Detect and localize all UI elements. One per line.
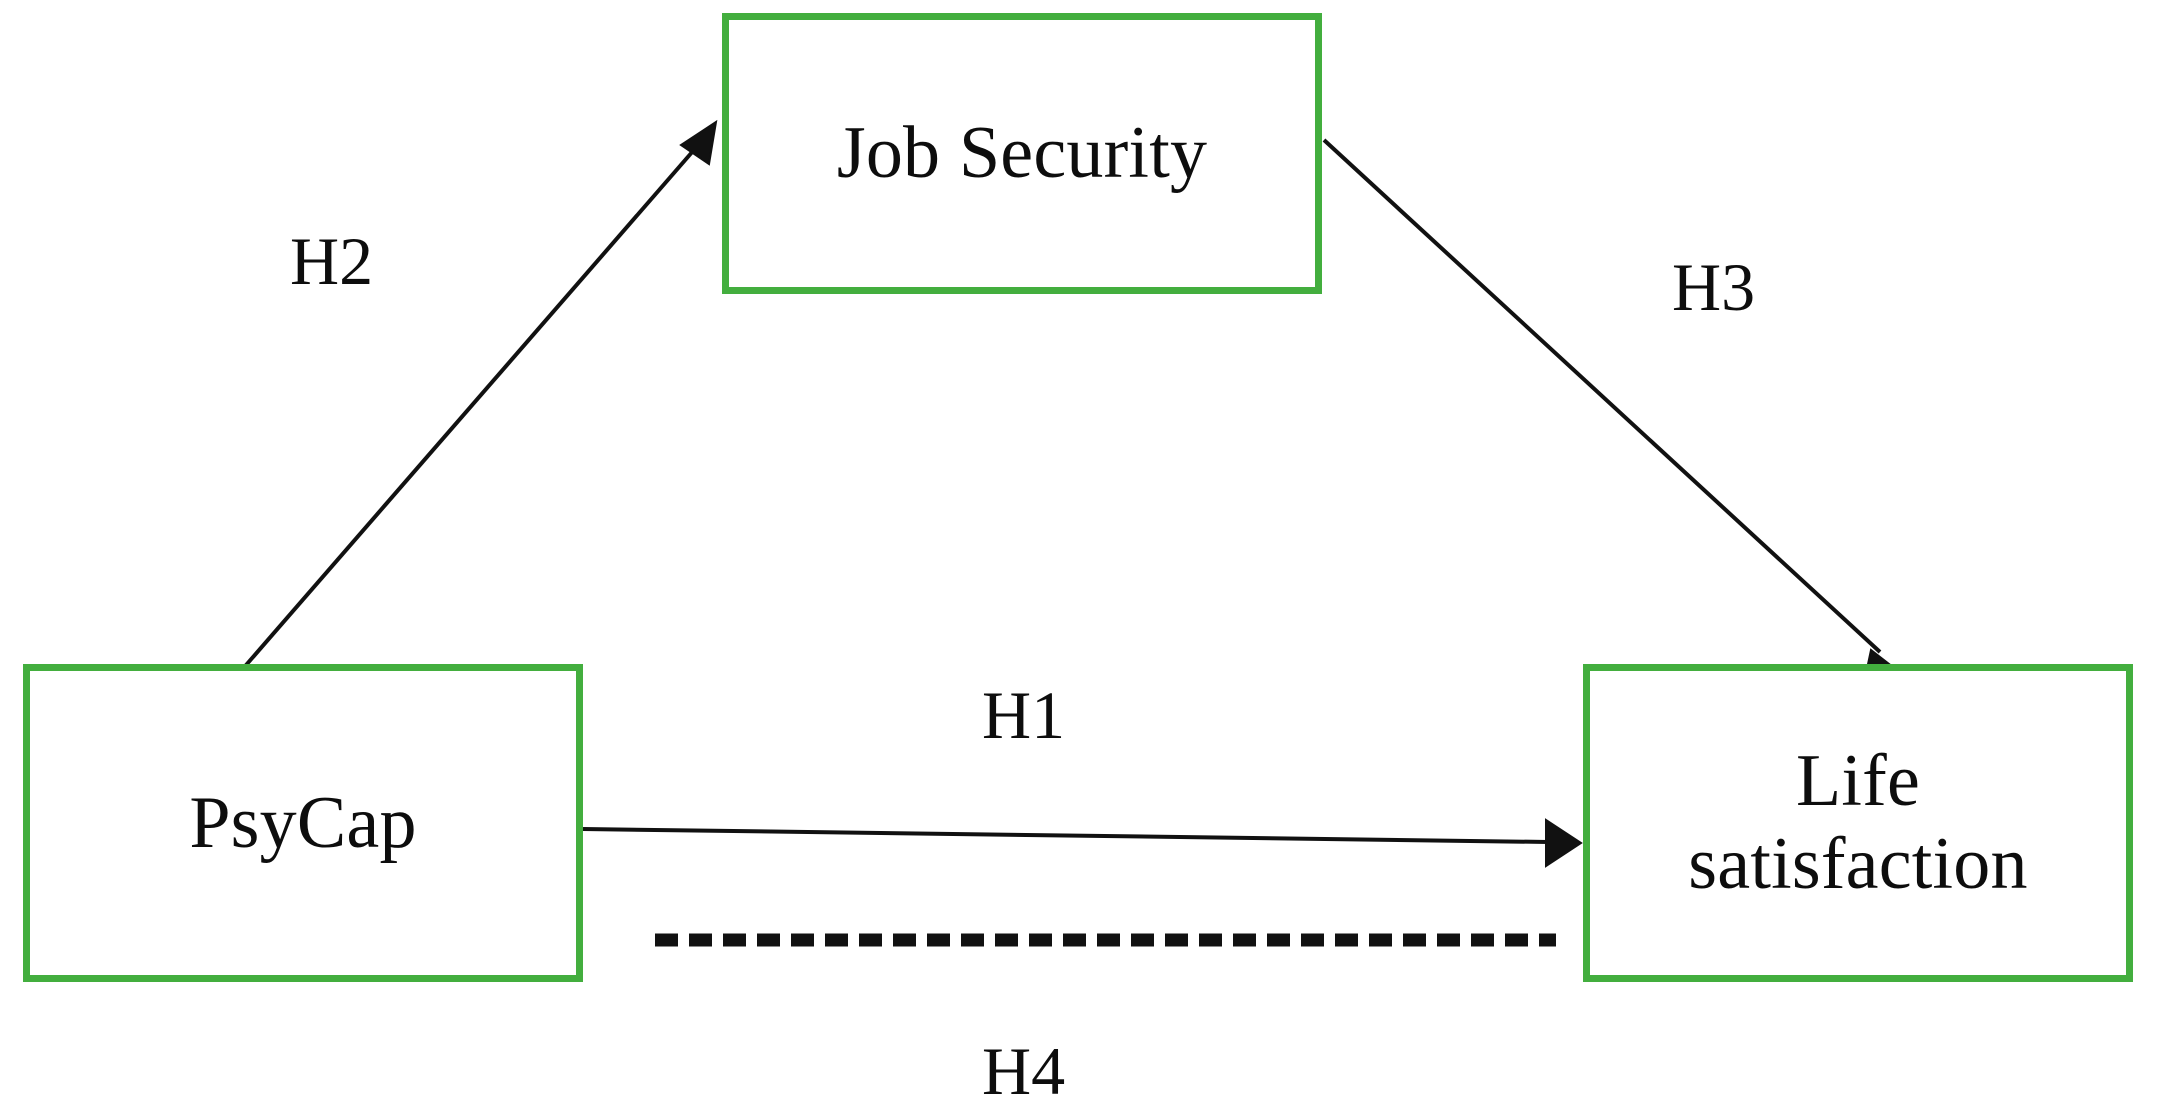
edge-h2 [238,119,718,674]
edge-label-h1: H1 [982,677,1066,753]
edge-h1 [582,818,1583,868]
node-job-security-label: Job Security [836,112,1208,195]
node-psycap[interactable]: PsyCap [23,664,583,982]
node-life-satisfaction[interactable]: Life satisfaction [1583,664,2133,982]
edge-label-h2: H2 [290,223,374,299]
edge-h3 [1322,138,1905,685]
edge-label-h4: H4 [982,1033,1066,1109]
node-psycap-label: PsyCap [189,781,417,864]
node-job-security[interactable]: Job Security [722,13,1322,294]
edge-label-h3: H3 [1672,249,1756,325]
node-life-satisfaction-label: Life satisfaction [1688,740,2028,905]
